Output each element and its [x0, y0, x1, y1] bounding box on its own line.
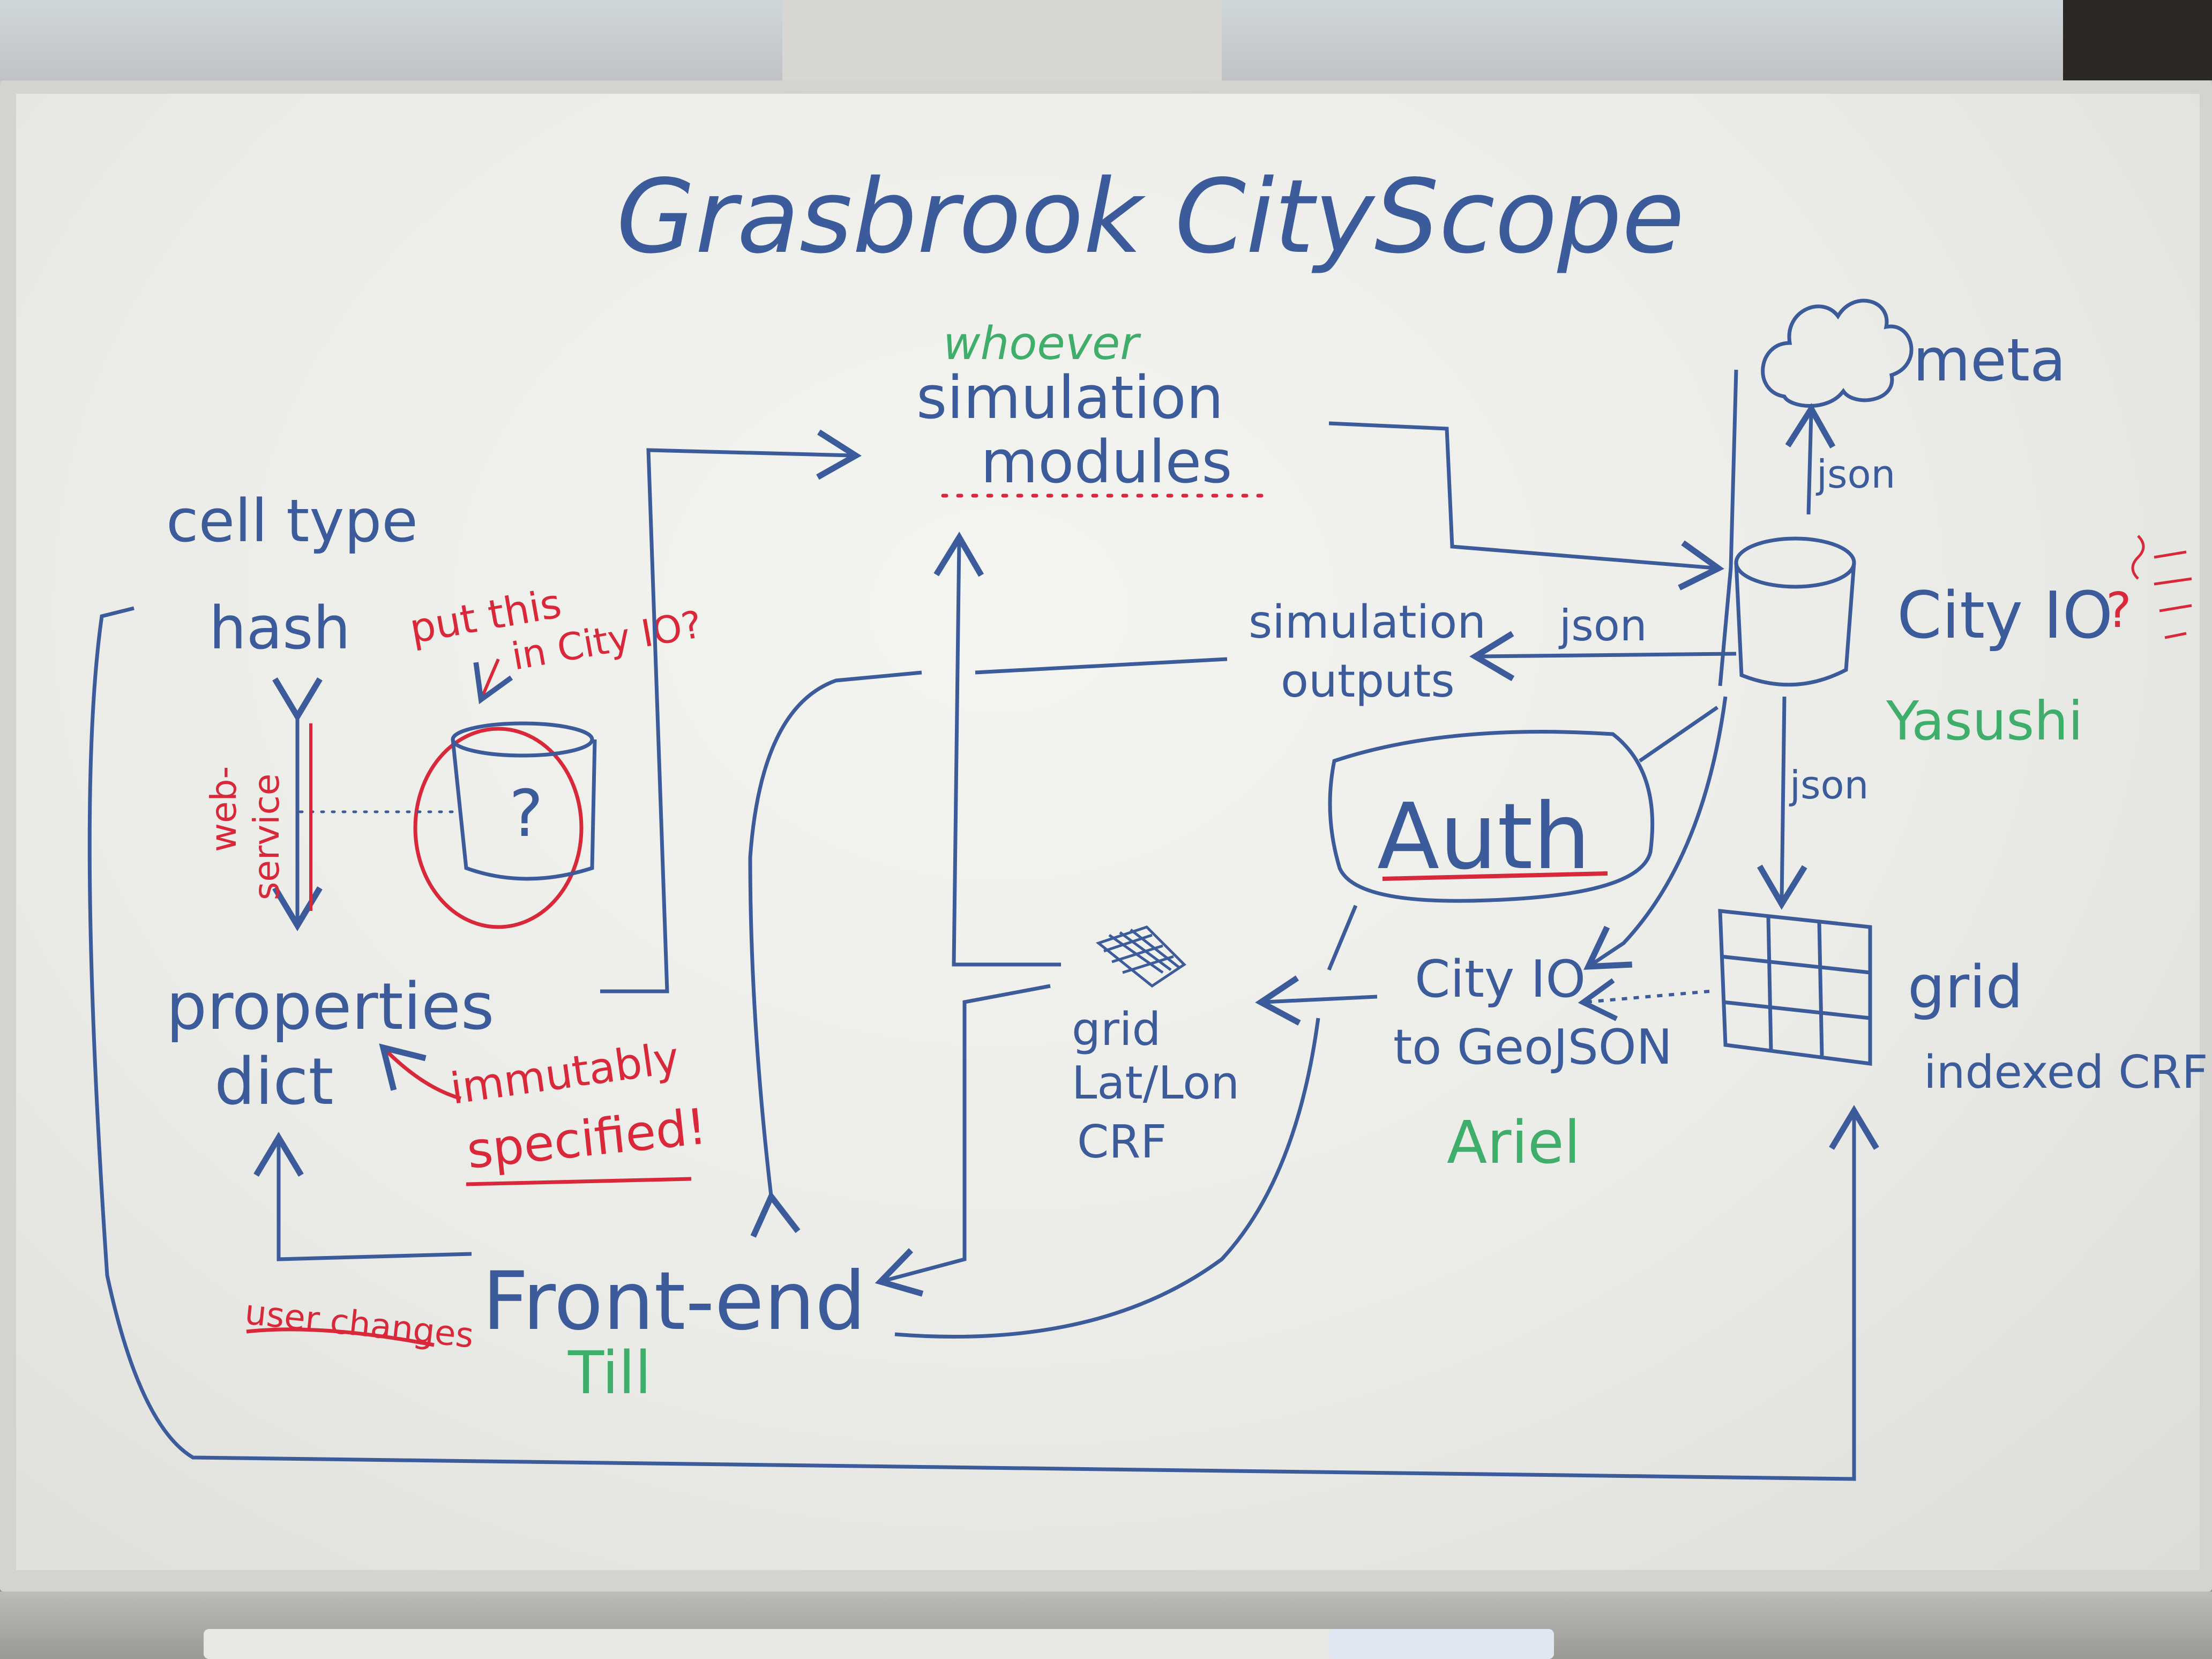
cityio-vertical-line — [1718, 369, 1738, 686]
geojson-to-grid-arrow — [1255, 975, 1378, 1026]
user-changes-underline — [246, 1327, 435, 1347]
simulation-to-cityio-arrow — [1328, 421, 1724, 591]
dict-label: dict — [214, 1045, 334, 1119]
cityio-to-meta-arrow — [1785, 403, 1836, 515]
geojson-to-frontend-curve — [894, 1018, 1320, 1339]
auth-label: Auth — [1377, 784, 1590, 890]
indexed-crf-label: indexed CRF — [1924, 1046, 2208, 1099]
geojson-owner-label: Ariel — [1447, 1108, 1580, 1177]
auth-underline — [1382, 871, 1608, 881]
database-icon — [451, 721, 597, 881]
meta-label: meta — [1913, 326, 2066, 394]
json-label-outputs: json — [1558, 601, 1647, 651]
service-label: service — [246, 774, 287, 900]
frontend-owner-label: Till — [567, 1339, 652, 1407]
grid-to-geojson-dashed-arrow — [1578, 978, 1710, 1021]
cell-type-label: cell type — [166, 487, 418, 555]
cityio-label: City IO — [1897, 579, 2113, 653]
user-changes-arrow — [253, 1132, 472, 1261]
properties-to-simulation-arrow — [600, 429, 862, 993]
specified-label: specified! — [464, 1098, 709, 1180]
simulation-label: simulation — [916, 363, 1223, 432]
simulation-owner-label: whoever — [943, 317, 1141, 370]
frontend-label: Front-end — [482, 1255, 866, 1348]
properties-label: properties — [166, 970, 494, 1044]
geojson-cityio-label: City IO — [1415, 950, 1586, 1009]
specified-underline — [466, 1177, 692, 1186]
auth-down-line — [1327, 905, 1358, 971]
marker-blue — [1329, 1629, 1554, 1659]
grid-to-frontend-arrow — [875, 984, 1051, 1297]
simulation-outputs-label: simulation — [1249, 596, 1486, 649]
grid-indexed-icon — [1718, 909, 1872, 1066]
red-circle-highlight — [413, 727, 584, 929]
cloud-icon — [1761, 298, 1914, 408]
latlon-label: Lat/Lon — [1072, 1057, 1239, 1110]
grid-latlon-icon — [1095, 925, 1186, 988]
modules-label: modules — [981, 428, 1232, 496]
grid-latlon-label: grid — [1072, 1003, 1161, 1056]
background-pillar — [782, 0, 1222, 91]
cityio-database-icon — [1734, 536, 1856, 687]
database-question-mark: ? — [509, 777, 543, 851]
grid-to-simulation-arrow — [933, 532, 1061, 967]
whiteboard-surface — [16, 94, 2200, 1570]
json-label-meta: json — [1815, 452, 1895, 497]
background-dark-panel — [2063, 0, 2212, 80]
outputs-to-frontend-line — [975, 657, 1228, 675]
cityio-owner-label: Yasushi — [1886, 690, 2083, 752]
cityio-to-grid-arrow — [1757, 696, 1807, 910]
note-arrow — [473, 658, 513, 705]
board-title: Grasbrook CityScope — [616, 158, 1685, 276]
grid-indexed-label: grid — [1908, 953, 2023, 1021]
immutably-arrow — [379, 1043, 461, 1101]
web-label: web- — [203, 766, 244, 852]
cityio-to-outputs-arrow — [1469, 631, 1737, 682]
marker-tray-edge — [204, 1629, 1393, 1659]
immutably-label: immutably — [447, 1033, 682, 1114]
crf-label: CRF — [1077, 1116, 1167, 1169]
cityio-to-geojson-arrow — [1583, 696, 1728, 970]
geojson-label: to GeoJSON — [1393, 1019, 1672, 1075]
auth-box — [1328, 730, 1655, 903]
user-changes-label: user changes — [243, 1292, 475, 1356]
auth-to-cityio-line — [1639, 706, 1718, 763]
outer-loop-line — [87, 606, 1879, 1481]
side-note: ? — [2106, 582, 2132, 639]
hash-label: hash — [209, 594, 350, 662]
outputs-label: outputs — [1281, 655, 1455, 708]
side-note-scribble — [2131, 535, 2192, 639]
json-label-grid: json — [1789, 763, 1869, 808]
frontend-loop-arrow — [748, 670, 922, 1238]
